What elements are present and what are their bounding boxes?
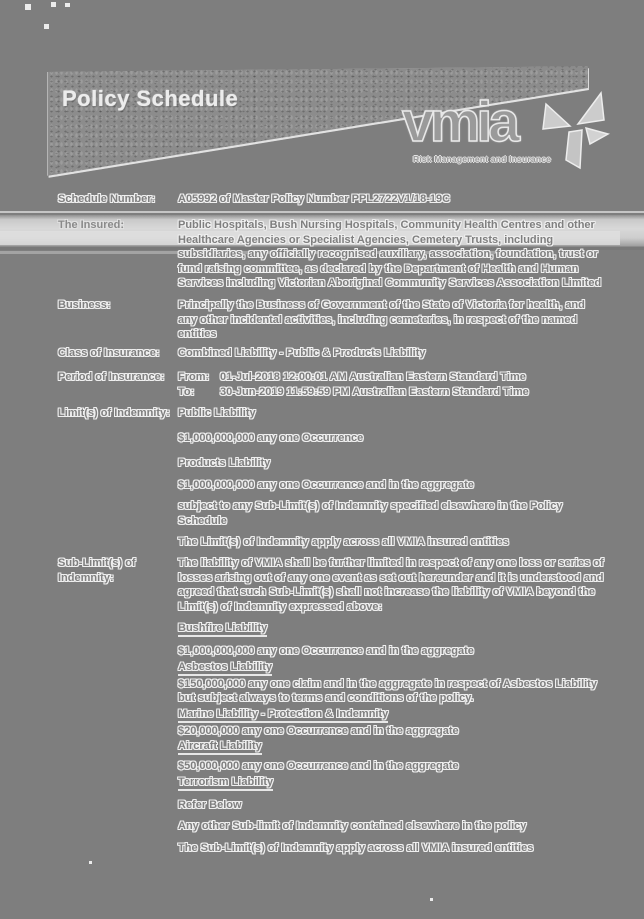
sub-limit-amount: $50,000,000 any one Occurrence and in th… [178,760,459,772]
scan-speck [44,24,49,29]
sub-limits-label: Sub-Limit(s) of Indemnity: [58,557,136,584]
header-banner: Policy Schedule [48,64,588,178]
limits-line: Products Liability [178,457,271,469]
limits-line: The Limit(s) of Indemnity apply across a… [178,536,509,548]
limits-line: Public Liability [178,407,256,419]
period-to-label: To: [178,385,195,398]
business-label: Business: [58,299,111,311]
field-class-of-insurance: Class of Insurance: Combined Liability -… [58,346,604,361]
vmia-logo-tagline: Risk Management and Insurance [413,154,552,164]
sub-limit-amount: $1,000,000,000 any one Occurrence and in… [178,645,474,657]
pinwheel-icon [542,91,610,170]
period-from-label: From: [178,371,210,383]
sub-limit-heading: Terrorism Liability [178,775,604,791]
sub-limit-heading: Marine Liability - Protection & Indemnit… [178,707,604,723]
period-to-value: 30-Jun-2019 11:59:59 PM Australian Easte… [220,385,529,398]
scan-speck [25,4,31,10]
scan-artifact-line [0,211,644,213]
period-to-line: To: 30-Jun-2019 11:59:59 PM Australian E… [178,385,604,400]
field-business: Business: Principally the Business of Go… [58,298,604,342]
limits-line: $1,000,000,000 any one Occurrence [178,432,364,444]
schedule-number-label: Schedule Number: [58,193,156,205]
sub-limit-amount: $20,000,000 any one Occurrence and in th… [178,724,459,737]
page-title: Policy Schedule [62,86,239,111]
scan-speck [51,2,56,7]
sub-limits-note: The Sub-Limit(s) of Indemnity apply acro… [178,841,534,854]
sub-limit-heading: Asbestos Liability [178,660,604,676]
marine-liability-heading: Marine Liability - Protection & Indemnit… [178,708,389,723]
period-of-insurance-label: Period of Insurance: [58,371,165,383]
scan-artifact-smear [0,251,514,254]
limits-label: Limit(s) of Indemnity: [58,407,170,419]
insured-label: The Insured: [58,219,125,231]
insured-value: Public Hospitals, Bush Nursing Hospitals… [178,219,602,289]
field-schedule-number: Schedule Number: A05992 of Master Policy… [58,192,604,207]
field-period-of-insurance: Period of Insurance: From: 01-Jul-2018 1… [58,370,604,399]
field-sub-limits-of-indemnity: Sub-Limit(s) of Indemnity: The liability… [58,556,604,855]
class-of-insurance-value: Combined Liability - Public & Products L… [178,347,426,359]
field-limits-of-indemnity: Limit(s) of Indemnity: Public Liability … [58,406,604,550]
business-value: Principally the Business of Government o… [178,299,585,340]
limits-line: $1,000,000,000 any one Occurrence and in… [178,478,474,491]
sub-limits-note: Any other Sub-limit of Indemnity contain… [178,820,527,832]
class-of-insurance-label: Class of Insurance: [58,347,160,359]
limits-line: subject to any Sub-Limit(s) of Indemnity… [178,500,563,527]
period-from-line: From: 01-Jul-2018 12:00:01 AM Australian… [178,370,604,385]
scan-artifact-band [0,231,620,245]
sub-limit-heading: Aircraft Liability [178,739,604,755]
sub-limits-intro: The liability of VMIA shall be further l… [178,557,604,613]
field-insured: The Insured: Public Hospitals, Bush Nurs… [58,218,604,291]
schedule-number-value: A05992 of Master Policy Number PPL2722V1… [178,193,451,205]
asbestos-liability-heading: Asbestos Liability [178,661,273,676]
sub-limit-amount: Refer Below [178,798,242,811]
vmia-logo: vmia Risk Management and Insurance [400,90,610,181]
scan-speck [89,861,92,864]
sub-limit-amount: $150,000,000 any one claim and in the ag… [178,677,597,705]
sub-limit-heading: Bushfire Liability [178,621,604,637]
terrorism-liability-heading: Terrorism Liability [178,776,274,791]
period-from-value: 01-Jul-2018 12:00:01 AM Australian Easte… [220,371,526,383]
bushfire-liability-heading: Bushfire Liability [178,622,268,637]
aircraft-liability-heading: Aircraft Liability [178,740,262,755]
scan-speck [65,3,70,7]
scan-artifact-smear [0,246,644,250]
scan-speck [430,898,433,901]
vmia-logo-text: vmia [401,90,520,154]
